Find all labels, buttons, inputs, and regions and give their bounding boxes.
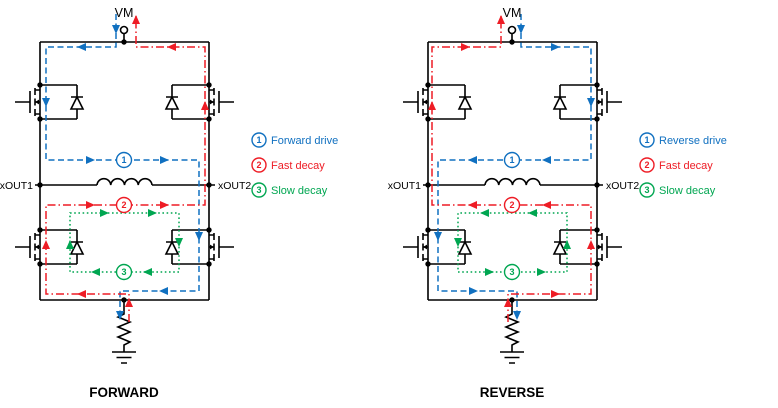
- legend-label-drive: Forward drive: [271, 135, 338, 147]
- legend-badge-2: [251, 157, 267, 173]
- legend-badge-2: [639, 157, 655, 173]
- legend-row-fast-decay: 2 Fast decay: [639, 157, 713, 173]
- legend-row-drive: 1 Forward drive: [251, 132, 338, 148]
- reverse-caption: REVERSE: [480, 385, 545, 400]
- reverse-diagram: 1 2 3 VM xOUT1 xOUT2 REVERSE 1 Reverse d…: [388, 6, 727, 400]
- xout2-label: xOUT2: [606, 180, 639, 192]
- forward-legend: 1 Forward drive 2 Fast decay 3 Slow deca…: [251, 132, 338, 198]
- legend-badge-1: [639, 132, 655, 148]
- forward-diagram: 1 2 3 VM xOUT1 xOUT2 FORWARD 1 Forward d…: [0, 6, 338, 400]
- legend-row-slow-decay: 3 Slow decay: [251, 182, 328, 198]
- path3-badge-number: 3: [509, 267, 514, 277]
- xout1-label: xOUT1: [388, 180, 421, 192]
- legend-num-2: 2: [256, 160, 261, 170]
- path1-badge: [115, 151, 133, 169]
- vm-label: VM: [503, 6, 522, 20]
- legend-row-slow-decay: 3 Slow decay: [639, 182, 716, 198]
- path2-badge: [503, 196, 521, 214]
- legend-badge-3: [251, 182, 267, 198]
- path3-badge: [503, 263, 521, 281]
- path2-badge: [115, 196, 133, 214]
- path2-badge-number: 2: [509, 200, 514, 210]
- legend-row-drive: 1 Reverse drive: [639, 132, 727, 148]
- legend-num-3: 3: [256, 185, 261, 195]
- legend-label-slow: Slow decay: [271, 185, 328, 197]
- vm-label: VM: [115, 6, 134, 20]
- legend-label-fast: Fast decay: [271, 160, 325, 172]
- reverse-legend: 1 Reverse drive 2 Fast decay 3 Slow deca…: [639, 132, 727, 198]
- legend-label-slow: Slow decay: [659, 185, 716, 197]
- legend-badge-1: [251, 132, 267, 148]
- path1-badge-number: 1: [121, 155, 126, 165]
- legend-num-3: 3: [644, 185, 649, 195]
- legend-num-1: 1: [644, 135, 649, 145]
- legend-label-fast: Fast decay: [659, 160, 713, 172]
- forward-caption: FORWARD: [89, 385, 159, 400]
- forward-bridge: [15, 27, 234, 364]
- path3-badge: [115, 263, 133, 281]
- legend-num-2: 2: [644, 160, 649, 170]
- reverse-bridge: [403, 27, 622, 364]
- path1-badge-number: 1: [509, 155, 514, 165]
- legend-badge-3: [639, 182, 655, 198]
- path1-badge: [503, 151, 521, 169]
- xout2-label: xOUT2: [218, 180, 251, 192]
- path3-badge-number: 3: [121, 267, 126, 277]
- legend-num-1: 1: [256, 135, 261, 145]
- xout1-label: xOUT1: [0, 180, 33, 192]
- path2-badge-number: 2: [121, 200, 126, 210]
- legend-label-drive: Reverse drive: [659, 135, 727, 147]
- legend-row-fast-decay: 2 Fast decay: [251, 157, 325, 173]
